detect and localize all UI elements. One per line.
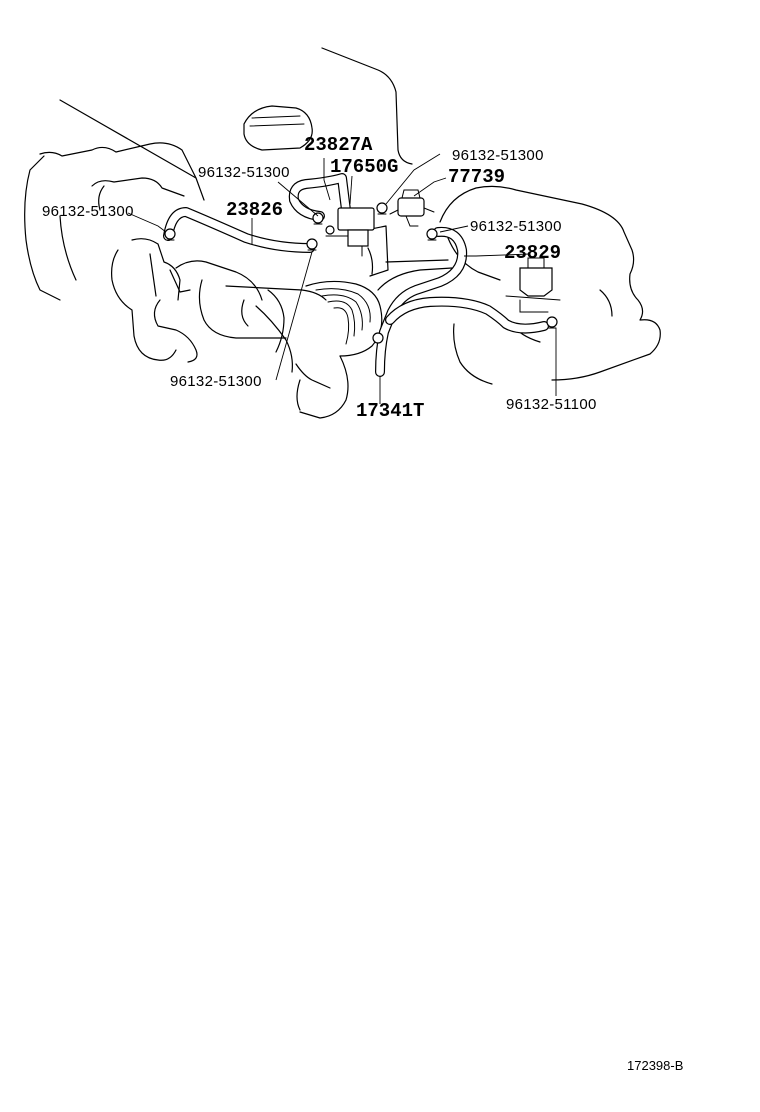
label-17341t: 17341T: [356, 400, 424, 422]
label-23829: 23829: [504, 242, 561, 264]
figure-code: 172398-B: [627, 1058, 684, 1073]
clamp: [546, 316, 558, 329]
label-96132-51300-e: 96132-51300: [170, 373, 262, 390]
clamp: [426, 228, 438, 241]
label-17650g: 17650G: [330, 156, 398, 178]
label-77739: 77739: [448, 166, 505, 188]
vsv-valve: [325, 207, 375, 257]
hoses: [163, 173, 549, 377]
part-labels: 23827A 17650G 96132-51300 96132-51300 77…: [42, 134, 597, 422]
label-23827a: 23827A: [304, 134, 373, 156]
clamp: [164, 228, 176, 241]
label-23826: 23826: [226, 199, 283, 221]
clamp: [306, 238, 318, 251]
label-96132-51300-c: 96132-51300: [42, 203, 134, 220]
check-valve: [389, 189, 435, 227]
label-96132-51300-a: 96132-51300: [198, 164, 290, 181]
label-96132-51100: 96132-51100: [506, 396, 597, 413]
components: [164, 189, 558, 344]
label-96132-51300-d: 96132-51300: [470, 218, 562, 235]
clamp: [372, 332, 384, 344]
label-96132-51300-b: 96132-51300: [452, 147, 544, 164]
engine-outline: [24, 47, 661, 419]
leader-lines: [127, 153, 557, 404]
clamp: [325, 225, 335, 235]
clamp: [312, 212, 324, 225]
clamp: [376, 202, 388, 215]
